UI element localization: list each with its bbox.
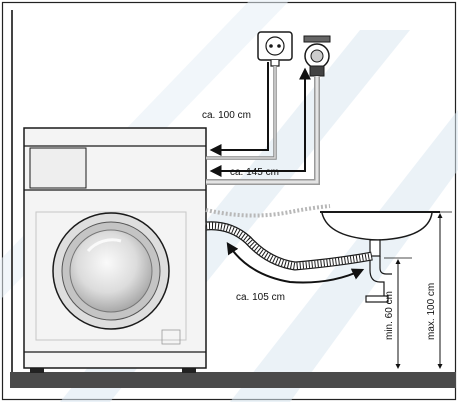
- detergent-drawer: [29, 147, 87, 189]
- power-cord-length-label: ca. 100 cm: [202, 110, 251, 121]
- max-height-label: max. 100 cm: [426, 283, 437, 340]
- min-height-label: min. 60 cm: [384, 291, 395, 340]
- overflow-line: [205, 204, 331, 218]
- max-height-dimension: [430, 211, 452, 369]
- outlet-icon: [257, 31, 293, 67]
- washing-machine: [23, 127, 207, 373]
- door-glass: [69, 229, 153, 313]
- floor: [10, 372, 456, 388]
- min-height-dimension: [384, 257, 412, 369]
- drain-hose-arrow: [226, 241, 365, 284]
- inlet-hose-arrow: [209, 67, 311, 177]
- inlet-hose-length-label: ca. 145 cm: [230, 167, 279, 178]
- sink-icon: [320, 211, 440, 303]
- tap-icon: [303, 35, 331, 77]
- drain-hose-length-label: ca. 105 cm: [236, 292, 285, 303]
- power-cord-arrow: [209, 62, 269, 156]
